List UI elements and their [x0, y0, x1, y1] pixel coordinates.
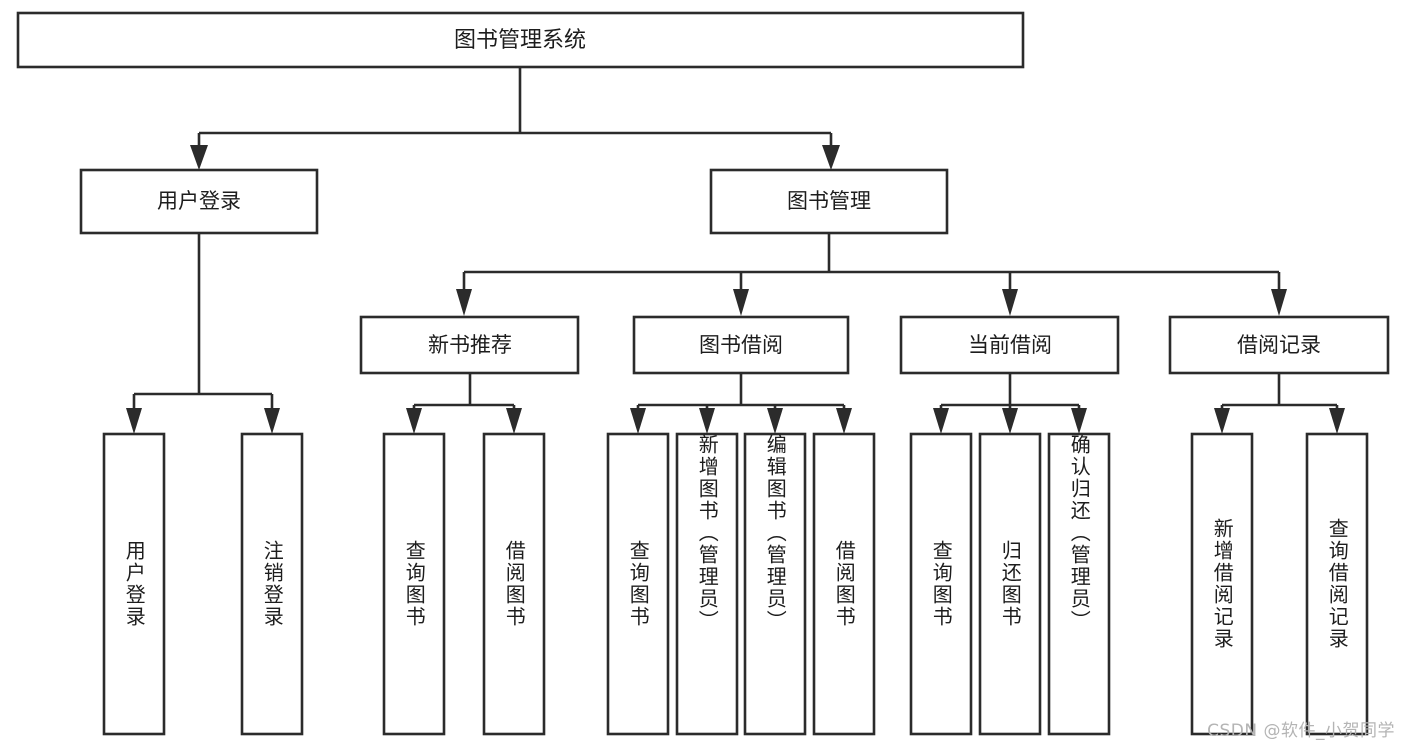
node-current-borrow-box[interactable] [899, 315, 1120, 375]
node-root-box[interactable] [16, 11, 1025, 69]
connector-borrow-record-to-leaves [1214, 373, 1345, 434]
leaf-box-user-login[interactable] [102, 432, 166, 736]
leaf-box-return-book[interactable] [978, 432, 1042, 736]
leaf-box-add-book[interactable] [675, 432, 739, 736]
arrow-head-user-login [190, 145, 208, 170]
connector-new-book-recommend-to-leaves [406, 373, 522, 434]
leaf-box-query-book-3[interactable] [909, 432, 973, 736]
node-root[interactable]: 图书管理系统 [16, 11, 1025, 69]
connector-current-borrow-to-leaves [933, 373, 1087, 434]
node-new-book-recommend-label: 新书推荐 [428, 333, 512, 357]
arrow-head-leaf-borrow-book-1 [506, 408, 522, 434]
node-user-login[interactable]: 用户登录 [79, 168, 319, 235]
connector-book-manage-to-level3 [456, 233, 1287, 316]
arrow-head-leaf-query-book-2 [630, 408, 646, 434]
leaf-box-add-record[interactable] [1190, 432, 1254, 736]
arrow-head-book-borrow [733, 289, 749, 316]
node-borrow-record[interactable]: 借阅记录 [1168, 315, 1390, 375]
arrow-head-leaf-borrow-book-2 [836, 408, 852, 434]
arrow-head-leaf-query-book-1 [406, 408, 422, 434]
arrow-head-leaf-user-login [126, 408, 142, 434]
leaf-box-query-record[interactable] [1305, 432, 1369, 736]
arrow-head-new-book-recommend [456, 289, 472, 316]
node-new-book-recommend-box[interactable] [359, 315, 580, 375]
leaf-box-user-logout[interactable] [240, 432, 304, 736]
node-book-manage-label: 图书管理 [787, 189, 871, 213]
leaf-box-borrow-book-1[interactable] [482, 432, 546, 736]
node-new-book-recommend[interactable]: 新书推荐 [359, 315, 580, 375]
arrow-head-leaf-confirm-return [1071, 408, 1087, 434]
leaf-box-edit-book[interactable] [743, 432, 807, 736]
node-book-borrow-label: 图书借阅 [699, 333, 783, 357]
arrow-head-current-borrow [1002, 289, 1018, 316]
arrow-head-leaf-add-book [699, 408, 715, 434]
arrow-head-borrow-record [1271, 289, 1287, 316]
node-root-label: 图书管理系统 [454, 28, 586, 53]
arrow-head-leaf-query-record [1329, 408, 1345, 434]
node-current-borrow[interactable]: 当前借阅 [899, 315, 1120, 375]
watermark-label: CSDN @软件_小贺同学 [1207, 721, 1395, 741]
leaf-box-query-book-2[interactable] [606, 432, 670, 736]
node-book-manage[interactable]: 图书管理 [709, 168, 949, 235]
leaf-box-borrow-book-2[interactable] [812, 432, 876, 736]
connector-user-login-to-leaves [126, 233, 280, 434]
node-user-login-box[interactable] [79, 168, 319, 235]
node-borrow-record-label: 借阅记录 [1237, 333, 1321, 357]
connector-book-borrow-to-leaves [630, 373, 852, 434]
arrow-head-book-manage [822, 145, 840, 170]
arrow-head-leaf-return-book [1002, 408, 1018, 434]
arrow-head-leaf-query-book-3 [933, 408, 949, 434]
node-user-login-label: 用户登录 [157, 189, 241, 213]
connector-root-to-level2 [190, 67, 840, 170]
arrow-head-leaf-edit-book [767, 408, 783, 434]
node-current-borrow-label: 当前借阅 [968, 333, 1052, 357]
arrow-head-leaf-user-logout [264, 408, 280, 434]
arrow-head-leaf-add-record [1214, 408, 1230, 434]
node-book-borrow[interactable]: 图书借阅 [632, 315, 850, 375]
leaf-box-query-book-1[interactable] [382, 432, 446, 736]
leaf-box-confirm-return[interactable] [1047, 432, 1111, 736]
